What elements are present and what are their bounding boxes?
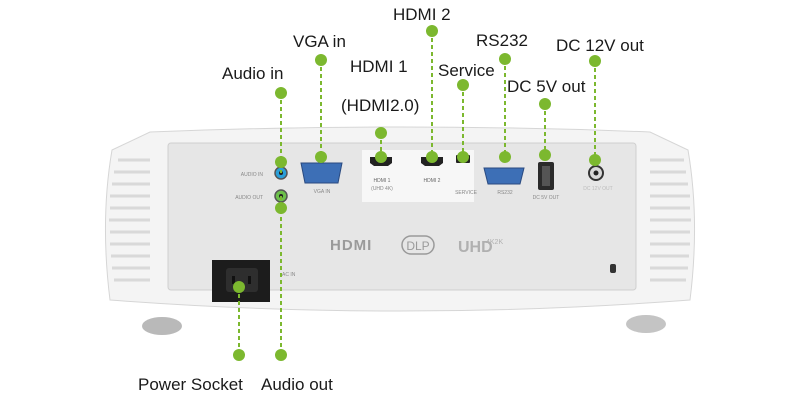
dot-audio-out-port	[275, 202, 287, 214]
callout-audio-in: Audio in	[222, 64, 284, 83]
leader-dots	[233, 25, 601, 361]
front-left-foot	[142, 317, 182, 335]
dot-vga-port	[315, 151, 327, 163]
dot-dc5v-top	[539, 98, 551, 110]
panel-label-dc5v: DC 5V OUT	[533, 195, 560, 201]
dot-hdmi2-port	[426, 151, 438, 163]
hdmi-logo: HDMI	[330, 237, 372, 254]
callout-service: Service	[438, 61, 495, 80]
callout-rs232: RS232	[476, 31, 528, 50]
callout-hdmi1: HDMI 1	[350, 57, 408, 76]
dot-service-port	[457, 151, 469, 163]
callout-dc5v: DC 5V out	[507, 77, 586, 96]
dot-dc5v-port	[539, 149, 551, 161]
right-vent	[650, 158, 691, 282]
dot-audio-out-bottom	[275, 349, 287, 361]
dlp-logo: DLP	[406, 239, 429, 253]
dot-audio-in-port	[275, 156, 287, 168]
panel-label-hdmi1-uhd: (UHD 4K)	[371, 186, 393, 192]
dot-power-port	[233, 281, 245, 293]
panel-label-hdmi2: HDMI 2	[424, 178, 441, 184]
dot-hdmi1-port	[375, 151, 387, 163]
panel-label-hdmi1: HDMI 1	[374, 178, 391, 184]
panel-label-dc12v: DC 12V OUT	[583, 186, 612, 192]
callout-hdmi1-sub: (HDMI2.0)	[341, 96, 420, 115]
panel-label-audio-in: AUDIO IN	[241, 172, 264, 178]
dot-dc12v-top	[589, 55, 601, 67]
dot-hdmi2-top	[426, 25, 438, 37]
callout-audio-out: Audio out	[261, 375, 333, 394]
uhd-logo: UHD	[458, 239, 493, 256]
dot-power-bottom	[233, 349, 245, 361]
uhd-resolution: 4K2K	[486, 239, 503, 246]
dot-vga-top	[315, 54, 327, 66]
panel-label-vga: VGA IN	[314, 189, 331, 195]
left-vent	[109, 158, 150, 282]
panel-label-audio-out: AUDIO OUT	[235, 195, 263, 201]
dot-hdmi1-top	[375, 127, 387, 139]
rs232-port	[483, 167, 525, 185]
vga-port	[300, 162, 343, 184]
dlp-logo-ring	[401, 235, 435, 255]
kensington-lock-icon	[610, 264, 616, 273]
panel-label-rs232: RS232	[497, 190, 513, 196]
dot-service-top	[457, 79, 469, 91]
dot-audio-in-top	[275, 87, 287, 99]
callout-vga-in: VGA in	[293, 32, 346, 51]
callout-dc12v: DC 12V out	[556, 36, 644, 55]
dot-rs232-top	[499, 53, 511, 65]
dot-dc12v-port	[589, 154, 601, 166]
panel-label-ac-in: AC IN	[282, 272, 296, 278]
callout-power-socket: Power Socket	[138, 375, 243, 394]
panel-label-service: SERVICE	[455, 190, 478, 196]
dot-rs232-port	[499, 151, 511, 163]
front-right-foot	[626, 315, 666, 333]
callout-hdmi2: HDMI 2	[393, 5, 451, 24]
